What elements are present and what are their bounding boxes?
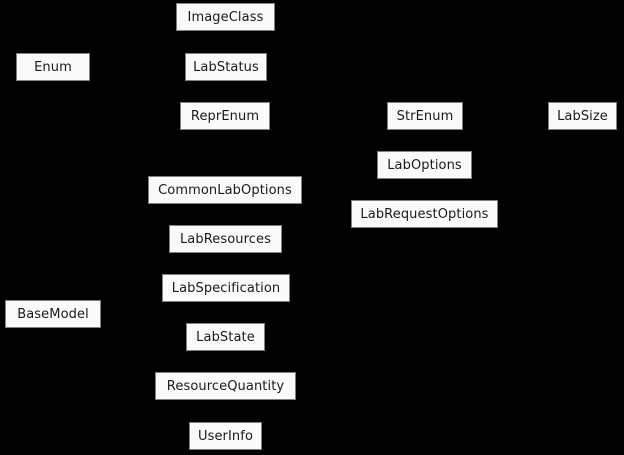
class-node-label: LabRequestOptions <box>360 206 489 222</box>
class-node-lab-request-options[interactable]: LabRequestOptions <box>351 200 498 228</box>
class-node-label: CommonLabOptions <box>158 182 292 198</box>
class-node-label: Enum <box>34 59 72 75</box>
class-node-label: ResourceQuantity <box>166 378 285 394</box>
edge-base-model-to-lab-resources <box>100 238 164 315</box>
edge-common-lab-options-to-lab-request-options <box>301 189 346 215</box>
class-node-label: LabOptions <box>387 157 462 173</box>
class-node-label: StrEnum <box>396 108 454 124</box>
edge-arrowhead <box>178 332 188 342</box>
class-node-common-lab-options[interactable]: CommonLabOptions <box>148 176 302 204</box>
class-node-lab-state[interactable]: LabState <box>186 323 265 351</box>
class-node-label: LabSize <box>557 108 608 124</box>
class-node-enum[interactable]: Enum <box>16 53 90 81</box>
edge-arrowhead <box>379 111 389 121</box>
class-node-user-info[interactable]: UserInfo <box>189 422 262 450</box>
class-node-lab-options[interactable]: LabOptions <box>377 151 472 179</box>
edge-base-model-to-lab-state <box>100 313 181 338</box>
class-node-label: LabStatus <box>193 59 259 75</box>
edge-common-lab-options-to-lab-options <box>301 164 372 191</box>
edge-base-model-to-lab-specification <box>100 287 157 315</box>
class-node-label: ImageClass <box>187 9 264 25</box>
class-node-label: LabState <box>196 329 255 345</box>
edge-arrowhead <box>343 209 353 219</box>
class-node-repr-enum[interactable]: ReprEnum <box>180 102 270 130</box>
edge-arrowhead <box>140 185 150 195</box>
class-node-lab-size[interactable]: LabSize <box>548 102 617 130</box>
class-node-label: BaseModel <box>17 306 89 322</box>
class-node-image-class[interactable]: ImageClass <box>176 3 275 31</box>
class-node-base-model[interactable]: BaseModel <box>5 300 101 328</box>
class-node-lab-specification[interactable]: LabSpecification <box>162 274 290 302</box>
edge-enum-to-repr-enum <box>89 66 175 117</box>
class-node-str-enum[interactable]: StrEnum <box>387 102 463 130</box>
edge-enum-to-image-class <box>89 16 171 68</box>
edge-arrowhead <box>168 12 178 22</box>
edge-arrowhead <box>540 111 550 121</box>
class-node-label: ReprEnum <box>190 108 260 124</box>
edge-base-model-to-resource-quantity <box>100 313 150 387</box>
class-node-label: UserInfo <box>197 428 254 444</box>
class-node-label: LabSpecification <box>171 280 281 296</box>
class-node-lab-status[interactable]: LabStatus <box>185 53 267 81</box>
edge-arrowhead <box>369 160 379 170</box>
edge-arrowhead <box>154 283 164 293</box>
class-node-resource-quantity[interactable]: ResourceQuantity <box>155 372 296 400</box>
edge-arrowhead <box>181 431 191 441</box>
edge-base-model-to-common-lab-options <box>100 189 143 315</box>
edge-arrowhead <box>177 62 187 72</box>
class-node-label: LabResources <box>179 231 272 247</box>
edge-arrowhead <box>161 234 171 244</box>
edge-arrowhead <box>172 111 182 121</box>
edge-arrowhead <box>147 381 157 391</box>
class-node-lab-resources[interactable]: LabResources <box>169 225 282 253</box>
